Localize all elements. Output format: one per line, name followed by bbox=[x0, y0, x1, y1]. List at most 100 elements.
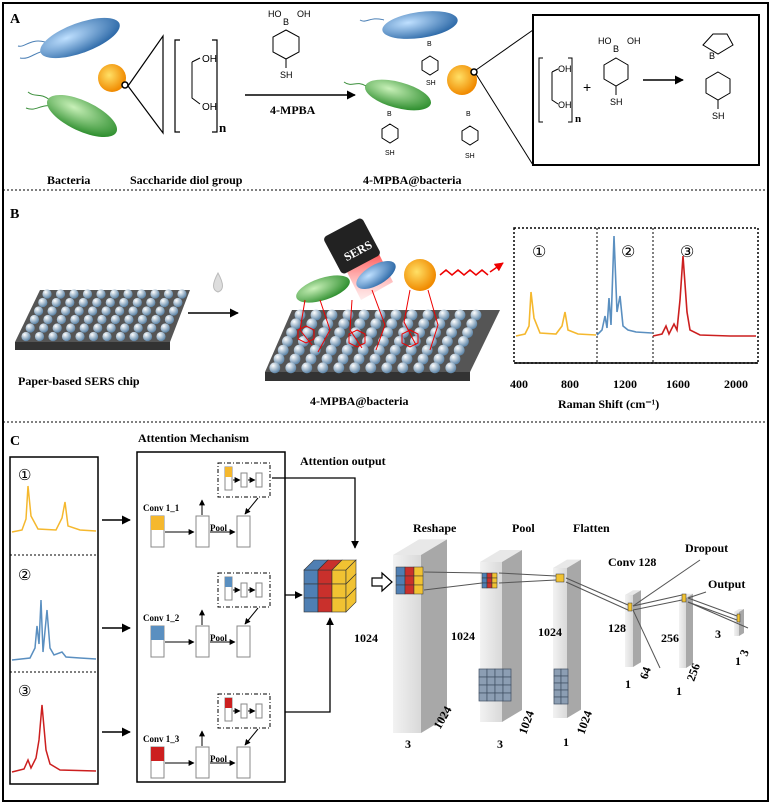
attention-branch bbox=[150, 462, 271, 548]
nanosphere bbox=[285, 362, 297, 374]
product-bacteria: B SH B SH B SH bbox=[343, 11, 479, 160]
nanosphere bbox=[132, 297, 142, 308]
nanosphere bbox=[389, 344, 401, 356]
x-tick-400: 400 bbox=[510, 377, 528, 391]
nanosphere bbox=[163, 289, 174, 299]
nanosphere bbox=[446, 327, 457, 338]
nanosphere bbox=[330, 336, 341, 347]
sh-label: SH bbox=[712, 111, 725, 121]
feature-cube bbox=[303, 559, 357, 613]
blue-bacterium-icon bbox=[17, 17, 120, 59]
nanosphere bbox=[66, 323, 76, 333]
connection-line bbox=[632, 609, 661, 669]
repeat-n-label: n bbox=[575, 113, 581, 125]
nanosphere bbox=[442, 336, 453, 347]
nanosphere bbox=[433, 353, 445, 365]
nanosphere bbox=[282, 336, 293, 347]
zoom-circle bbox=[121, 81, 129, 89]
nanosphere bbox=[39, 323, 49, 333]
nanosphere bbox=[289, 353, 301, 365]
sh-label: SH bbox=[280, 70, 293, 80]
nanosphere bbox=[458, 336, 469, 347]
x-axis-title: Raman Shift (cm⁻¹) bbox=[558, 397, 659, 411]
reagent-label: 4-MPBA bbox=[270, 103, 316, 117]
nanosphere bbox=[156, 331, 166, 342]
nanosphere bbox=[357, 344, 369, 356]
nanosphere bbox=[334, 327, 345, 338]
nanosphere bbox=[78, 297, 88, 308]
nanosphere bbox=[75, 331, 85, 342]
nanosphere bbox=[42, 289, 52, 299]
attention-branch bbox=[150, 693, 271, 779]
nanosphere bbox=[354, 318, 366, 330]
connection-line bbox=[498, 572, 557, 577]
nanosphere bbox=[453, 344, 465, 356]
output-dim: 1 bbox=[735, 654, 741, 668]
nanosphere bbox=[310, 309, 322, 321]
nanosphere bbox=[88, 306, 98, 316]
dropout-dim: 1 bbox=[676, 684, 682, 698]
nanosphere bbox=[405, 344, 417, 356]
conv-dim: 128 bbox=[608, 621, 626, 635]
connection-line bbox=[423, 582, 483, 591]
nanosphere bbox=[366, 327, 377, 338]
flatten-dim: 1024 bbox=[574, 709, 595, 736]
conv-dim: 1 bbox=[625, 677, 631, 691]
nanosphere bbox=[306, 318, 318, 330]
input-2-marker: ② bbox=[18, 567, 31, 584]
nanosphere bbox=[414, 327, 425, 338]
connection-line bbox=[565, 577, 629, 606]
repeat-n-label: n bbox=[219, 120, 227, 135]
nanosphere bbox=[429, 362, 441, 374]
nanosphere bbox=[378, 336, 389, 347]
nanosphere bbox=[381, 362, 393, 374]
nanosphere bbox=[136, 289, 147, 299]
nanosphere bbox=[417, 353, 429, 365]
cube-dim-1024: 1024 bbox=[354, 631, 378, 645]
green-bacterium-icon bbox=[25, 91, 118, 138]
nanosphere bbox=[269, 362, 281, 374]
x-tick-800: 800 bbox=[561, 377, 579, 391]
dropout-dim: 256 bbox=[684, 661, 703, 683]
molecular-links bbox=[297, 289, 439, 353]
conv-dim: 64 bbox=[637, 665, 654, 681]
nanosphere bbox=[47, 306, 57, 316]
zoom-line bbox=[475, 29, 534, 71]
output-label: Output bbox=[708, 577, 745, 591]
mpba-structure: HO B OH SH bbox=[268, 9, 311, 80]
svg-text:B: B bbox=[709, 51, 715, 61]
pool-dim: 1024 bbox=[538, 625, 562, 639]
nanosphere bbox=[83, 314, 93, 325]
connection-line bbox=[632, 594, 683, 607]
bead-icon bbox=[98, 64, 126, 92]
boron-label: B bbox=[283, 17, 289, 27]
nanosphere bbox=[286, 327, 297, 338]
dropout-slab bbox=[679, 593, 693, 668]
nanosphere bbox=[61, 331, 72, 342]
conv-1-1-label: Conv 1_1 bbox=[143, 503, 180, 513]
nanosphere bbox=[79, 323, 89, 333]
diol-structure: OH OH n bbox=[174, 39, 227, 135]
nanosphere bbox=[115, 306, 125, 316]
panel-c-letter: C bbox=[10, 434, 20, 449]
nanosphere bbox=[142, 306, 152, 316]
pool-label: Pool bbox=[210, 523, 227, 533]
nanosphere bbox=[120, 323, 130, 333]
panel-c: C Attention Mechanism Attention output ①… bbox=[9, 431, 752, 785]
nanosphere bbox=[437, 344, 449, 356]
nanosphere bbox=[74, 306, 84, 316]
nanosphere bbox=[462, 327, 473, 338]
feature-block bbox=[395, 566, 424, 595]
nanosphere bbox=[350, 327, 361, 338]
oh-label: OH bbox=[558, 64, 572, 74]
nanosphere bbox=[337, 353, 349, 365]
connection-line bbox=[632, 559, 701, 607]
nanosphere bbox=[421, 344, 433, 356]
blue-bacterium-icon bbox=[356, 261, 396, 289]
bacteria-label: Bacteria bbox=[47, 173, 90, 187]
nanosphere bbox=[173, 297, 183, 308]
nanosphere bbox=[445, 362, 457, 374]
region-1-marker: ① bbox=[532, 244, 546, 261]
product-label: 4-MPBA@bacteria bbox=[363, 173, 461, 187]
